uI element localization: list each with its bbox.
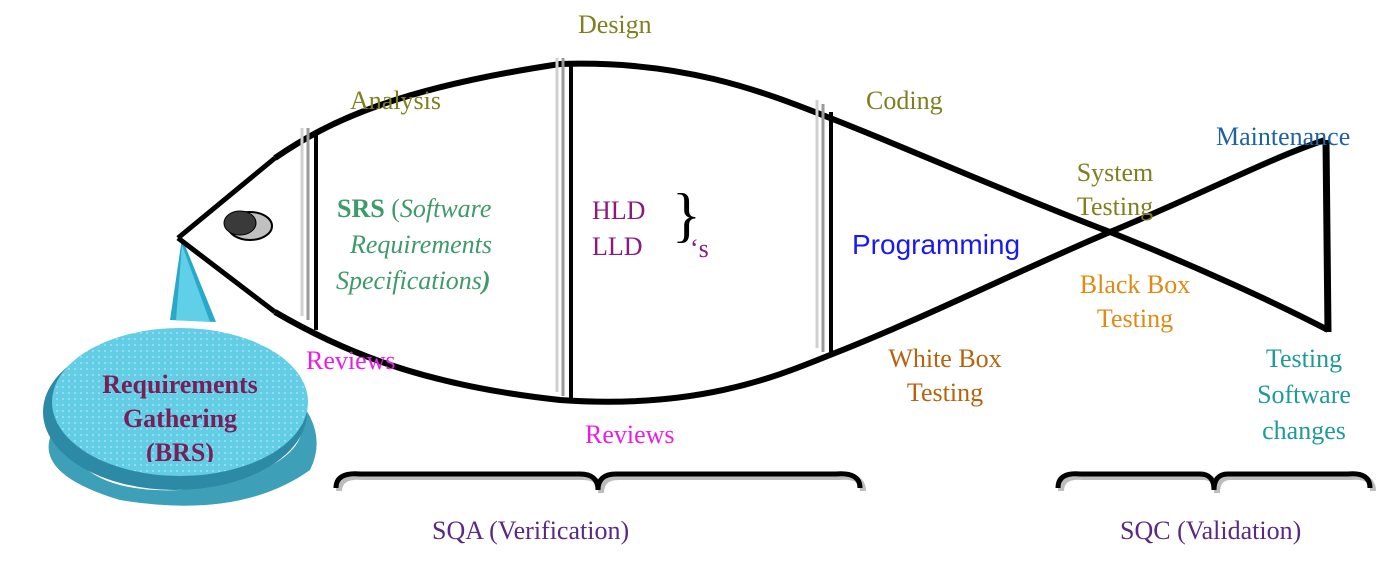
tail-edge <box>1322 139 1332 333</box>
srs-word-specifications: Specifications <box>336 266 482 295</box>
sqc-brace <box>1055 471 1376 494</box>
srs-line3: Specifications) <box>336 266 491 296</box>
req-line3: (BRS) <box>146 438 214 462</box>
requirements-gathering-text: Requirements Gathering (BRS) <box>60 368 300 462</box>
sqa-brace <box>333 471 866 494</box>
phase-maintenance-label: Maintenance <box>1216 122 1351 151</box>
srs-paren-open: ( <box>384 194 400 223</box>
hld-label: HLD <box>592 196 646 225</box>
black-box-line1: Black Box <box>1079 270 1191 299</box>
testing-software-changes-label: Testing Software changes <box>1234 344 1374 446</box>
srs-word-software: Software <box>399 194 492 223</box>
white-box-testing-label: White Box Testing <box>860 344 1030 408</box>
srs-abbr: SRS <box>337 194 385 223</box>
phase-coding-label: Coding <box>866 86 943 115</box>
reviews-top-label: Reviews <box>306 346 396 375</box>
black-box-testing-label: Black Box Testing <box>1050 270 1220 334</box>
programming-label: Programming <box>852 229 1021 260</box>
hld-lld-suffix: ‘s <box>690 234 709 263</box>
reviews-bottom-label: Reviews <box>585 420 675 449</box>
req-line2: Gathering <box>122 404 238 433</box>
srs-paren-close: ) <box>481 266 491 295</box>
srs-line2: Requirements <box>350 230 492 260</box>
requirements-callout <box>43 238 317 506</box>
req-line1: Requirements <box>102 370 258 399</box>
fish-mouth <box>176 156 277 314</box>
srs-line1: SRS (Software <box>337 194 491 224</box>
tsc-line2: Software <box>1257 380 1351 409</box>
phase-analysis-label: Analysis <box>350 86 441 115</box>
sqa-label: SQA (Verification) <box>432 516 630 545</box>
white-box-line1: White Box <box>888 344 1002 373</box>
white-box-line2: Testing <box>906 378 984 407</box>
system-testing-line2: Testing <box>1076 192 1154 221</box>
phase-design-label: Design <box>578 10 652 39</box>
sqc-label: SQC (Validation) <box>1120 516 1302 545</box>
separator-design <box>555 58 573 402</box>
hld-lld-brace: } <box>672 182 701 248</box>
tsc-line1: Testing <box>1265 344 1343 373</box>
black-box-line2: Testing <box>1096 304 1174 333</box>
separator-analysis <box>300 128 318 330</box>
separator-coding <box>815 100 833 356</box>
lld-label: LLD <box>592 232 643 261</box>
srs-word-requirements: Requirements <box>350 230 492 259</box>
tsc-line3: changes <box>1262 416 1346 445</box>
system-testing-label: System Testing <box>1040 158 1190 222</box>
system-testing-line1: System <box>1076 158 1154 187</box>
fish-eye <box>223 210 273 241</box>
